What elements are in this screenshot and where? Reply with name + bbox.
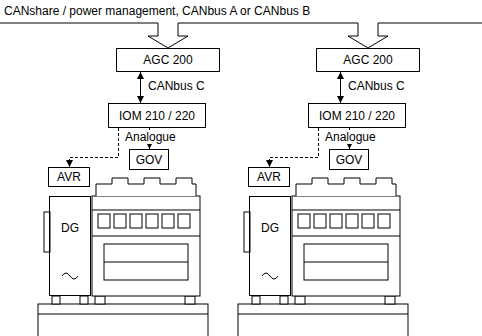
connector	[66, 128, 119, 167]
edge-label: Analogue	[124, 130, 177, 144]
edge-label: CANbus C	[147, 79, 206, 93]
edge-label: Analogue	[324, 130, 377, 144]
governor-box: GOV	[329, 149, 369, 170]
box-text: DG	[261, 221, 279, 235]
connector	[266, 128, 319, 167]
io-module-box: IOM 210 / 220	[308, 103, 406, 128]
box-text: GOV	[136, 153, 163, 167]
governor-box: GOV	[129, 149, 169, 170]
box-text: AVR	[57, 170, 81, 184]
box-text: AVR	[257, 170, 281, 184]
controller-box: AGC 200	[316, 48, 420, 72]
io-module-box: IOM 210 / 220	[108, 103, 206, 128]
box-text: GOV	[336, 153, 363, 167]
avr-box: AVR	[48, 167, 90, 187]
generator-housing: DG	[49, 196, 91, 296]
box-text: IOM 210 / 220	[319, 109, 395, 123]
bus-label: CANshare / power management, CANbus A or…	[3, 4, 311, 18]
box-text: AGC 200	[343, 53, 392, 67]
controller-box: AGC 200	[116, 48, 220, 72]
edge-label: CANbus C	[347, 79, 406, 93]
avr-box: AVR	[248, 167, 290, 187]
box-text: IOM 210 / 220	[119, 109, 195, 123]
connector	[137, 72, 144, 103]
connector	[337, 72, 344, 103]
box-text: DG	[61, 221, 79, 235]
box-text: AGC 200	[143, 53, 192, 67]
generator-housing: DG	[249, 196, 291, 296]
